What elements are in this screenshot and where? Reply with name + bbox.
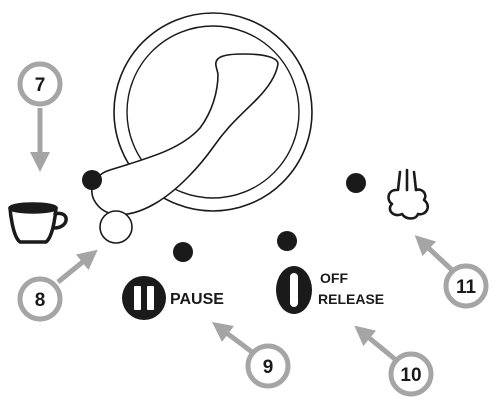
release-label: RELEASE: [318, 291, 384, 307]
callout-10-number: 10: [400, 365, 421, 386]
pause-button[interactable]: PAUSE: [122, 276, 224, 320]
off-label: OFF: [320, 270, 348, 286]
callout-9-arrow: [220, 328, 252, 352]
pause-icon: [122, 276, 166, 320]
selector-knob[interactable]: [92, 13, 312, 243]
off-release-button[interactable]: OFF RELEASE: [276, 266, 384, 314]
coffee-indicator-light: [82, 170, 102, 190]
callout-11-number: 11: [456, 277, 477, 298]
callout-11-arrow: [422, 242, 452, 270]
callout-9-number: 9: [263, 357, 274, 378]
knob-pointer-tip: [100, 211, 132, 243]
callout-8-number: 8: [35, 290, 46, 311]
pause-bar-left: [134, 286, 141, 310]
callout-10-arrow: [362, 332, 396, 360]
callout-7: 7: [20, 64, 60, 162]
callout-8: 8: [20, 256, 90, 319]
steam-indicator-light: [346, 173, 366, 193]
callout-7-number: 7: [35, 75, 46, 96]
callout-8-arrow: [58, 256, 90, 282]
steam-icon: [389, 170, 428, 219]
callout-11: 11: [422, 242, 486, 306]
pause-indicator-light: [173, 242, 193, 262]
coffee-cup-icon: [10, 204, 66, 242]
callout-10: 10: [362, 332, 431, 394]
callout-9: 9: [220, 328, 288, 386]
pause-label: PAUSE: [170, 291, 224, 308]
power-icon-line: [290, 273, 298, 307]
off-release-indicator-light: [277, 231, 297, 251]
pause-bar-right: [147, 286, 154, 310]
